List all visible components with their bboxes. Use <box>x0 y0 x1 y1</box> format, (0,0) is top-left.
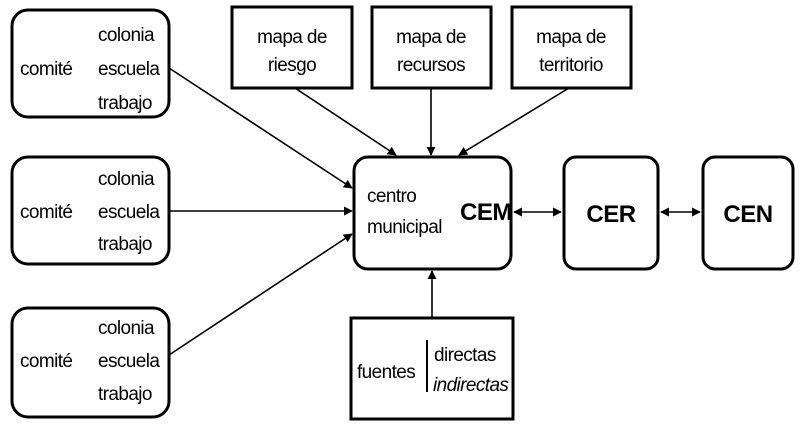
group-item: trabajo <box>98 234 152 255</box>
left-group-2: comité colonia escuela trabajo <box>10 155 171 266</box>
center-box-frame <box>352 155 513 271</box>
sources-label: fuentes <box>357 362 415 383</box>
map-line: mapa de <box>257 27 327 48</box>
group-item: colonia <box>98 169 155 190</box>
group-item: trabajo <box>98 93 152 114</box>
sources-direct: directas <box>434 345 496 366</box>
group-item: trabajo <box>98 384 152 405</box>
group-item: colonia <box>98 25 155 46</box>
center-line: municipal <box>367 217 442 238</box>
map-line: riesgo <box>268 55 316 76</box>
map-box-recursos: mapa de recursos <box>370 5 493 90</box>
regional-code: CER <box>586 201 635 228</box>
arrow-group1-to-center <box>168 67 353 189</box>
left-group-3: comité colonia escuela trabajo <box>10 306 171 419</box>
sources-box: fuentes directas indirectas <box>349 316 515 421</box>
national-code: CEN <box>723 201 772 228</box>
map-line: mapa de <box>396 27 466 48</box>
group-item: escuela <box>98 59 160 80</box>
map-line: mapa de <box>536 27 606 48</box>
national-box-frame <box>701 155 795 271</box>
arrow-riesgo-to-center <box>294 87 397 156</box>
group-label: comité <box>20 202 72 223</box>
map-line: territorio <box>539 55 603 76</box>
group-item: escuela <box>98 351 160 372</box>
sources-indirect: indirectas <box>433 375 509 396</box>
map-box <box>510 5 633 90</box>
group-label: comité <box>20 59 72 80</box>
group-item: colonia <box>98 318 155 339</box>
center-code: CEM <box>460 199 512 226</box>
center-box: centro municipal CEM <box>352 155 513 271</box>
map-box-riesgo: mapa de riesgo <box>230 5 354 90</box>
left-group-box <box>10 306 171 419</box>
group-item: escuela <box>98 202 160 223</box>
national-box: CEN <box>701 155 795 271</box>
arrow-group3-to-center <box>168 233 353 356</box>
left-group-box <box>10 8 171 119</box>
map-box <box>230 5 354 90</box>
map-box-territorio: mapa de territorio <box>510 5 633 90</box>
left-group-1: comité colonia escuela trabajo <box>10 8 171 119</box>
regional-box-frame <box>562 155 660 271</box>
center-line: centro <box>367 186 416 207</box>
group-label: comité <box>20 351 72 372</box>
map-line: recursos <box>397 55 465 76</box>
arrow-territorio-to-center <box>458 87 570 156</box>
regional-box: CER <box>562 155 660 271</box>
